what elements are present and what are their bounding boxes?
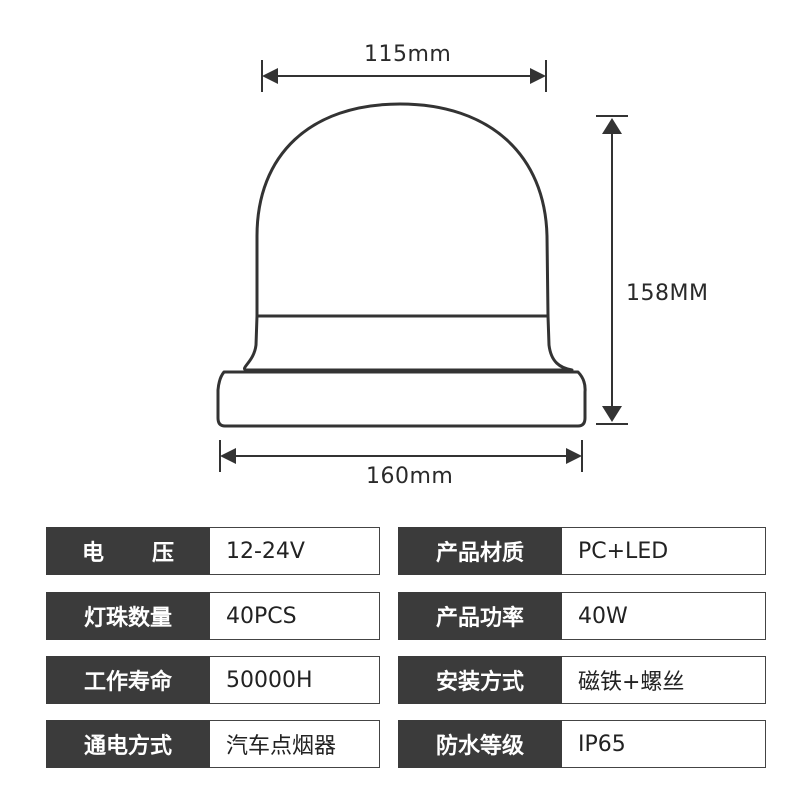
spec-key-waterproof: 防水等级 <box>398 720 562 768</box>
spec-value-power-method: 汽车点烟器 <box>210 720 380 768</box>
height-label: 158MM <box>626 281 709 306</box>
height-dimension <box>596 115 628 425</box>
spec-key-lifetime: 工作寿命 <box>46 656 210 704</box>
spec-key-power: 产品功率 <box>398 592 562 640</box>
top-width-label: 115mm <box>364 42 452 67</box>
spec-key-voltage-char-2: 压 <box>151 541 174 566</box>
spec-value-lifetime: 50000H <box>210 656 380 704</box>
spec-value-installation: 磁铁+螺丝 <box>562 656 766 704</box>
base-dimension <box>219 440 583 472</box>
spec-key-voltage: 电 压 <box>46 527 210 575</box>
beacon-light-diagram <box>216 60 628 472</box>
base-width-label: 160mm <box>366 464 454 489</box>
spec-key-installation: 安装方式 <box>398 656 562 704</box>
dome-outline <box>255 102 550 318</box>
spec-value-material: PC+LED <box>562 527 766 575</box>
collar-outline <box>243 314 574 372</box>
spec-key-material: 产品材质 <box>398 527 562 575</box>
spec-value-led-count: 40PCS <box>210 592 380 640</box>
spec-value-waterproof: IP65 <box>562 720 766 768</box>
spec-value-voltage: 12-24V <box>210 527 380 575</box>
spec-key-voltage-char-1: 电 <box>82 541 105 566</box>
spec-value-power: 40W <box>562 592 766 640</box>
spec-key-led-count: 灯珠数量 <box>46 592 210 640</box>
top-dimension <box>261 60 547 92</box>
spec-key-power-method: 通电方式 <box>46 720 210 768</box>
base-outline <box>216 370 587 428</box>
